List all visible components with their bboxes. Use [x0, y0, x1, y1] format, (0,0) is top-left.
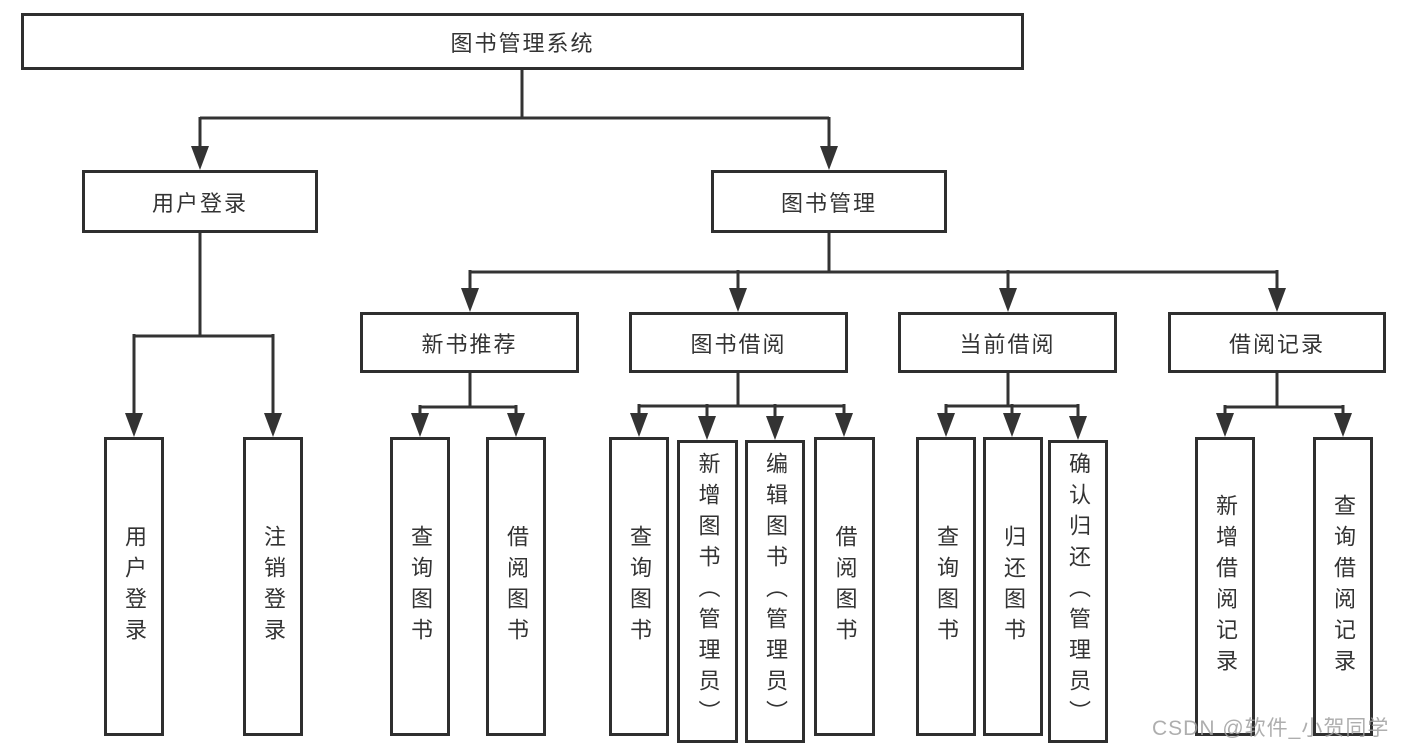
leaf-query-books-borrowing-label: 查询图书 — [627, 524, 652, 649]
leaf-user-login-label: 用户登录 — [122, 524, 147, 649]
leaf-user-login: 用户登录 — [104, 437, 164, 736]
node-book-management: 图书管理 — [711, 170, 947, 233]
watermark-text: CSDN @软件_小贺同学 — [1152, 717, 1390, 740]
node-current-borrowing-label: 当前借阅 — [959, 331, 1056, 357]
node-book-borrowing-label: 图书借阅 — [690, 331, 787, 357]
leaf-add-borrow-record: 新增借阅记录 — [1195, 437, 1255, 736]
leaf-borrow-books-borrowing: 借阅图书 — [814, 437, 875, 736]
leaf-query-borrow-record-label: 查询借阅记录 — [1331, 493, 1356, 680]
connectors-recommend-to-leaves — [411, 373, 525, 437]
leaf-query-books-current-label: 查询图书 — [934, 524, 959, 649]
leaf-borrow-books-recommend-label: 借阅图书 — [504, 524, 529, 649]
leaf-query-borrow-record: 查询借阅记录 — [1313, 437, 1373, 736]
connectors-current-to-leaves — [937, 373, 1087, 440]
leaf-query-books-recommend: 查询图书 — [390, 437, 450, 736]
node-borrowing-records-label: 借阅记录 — [1228, 331, 1325, 357]
leaf-query-books-borrowing: 查询图书 — [609, 437, 669, 736]
leaf-query-books-recommend-label: 查询图书 — [408, 524, 433, 649]
node-user-login: 用户登录 — [82, 170, 318, 233]
node-root: 图书管理系统 — [21, 13, 1024, 70]
leaf-edit-books-admin-label: 编辑图书（管理员） — [763, 452, 788, 731]
connectors-bookmgmt-to-level3 — [461, 233, 1286, 312]
node-new-book-recommendation: 新书推荐 — [360, 312, 579, 373]
node-user-login-label: 用户登录 — [151, 190, 248, 216]
leaf-query-books-current: 查询图书 — [916, 437, 976, 736]
leaf-return-books: 归还图书 — [983, 437, 1043, 736]
node-root-label: 图书管理系统 — [450, 30, 595, 56]
leaf-edit-books-admin: 编辑图书（管理员） — [745, 440, 805, 743]
leaf-confirm-return-admin: 确认归还（管理员） — [1048, 440, 1108, 743]
connectors-userlogin-to-leaves — [125, 233, 282, 437]
connectors-borrowing-to-leaves — [630, 373, 853, 440]
leaf-add-books-admin: 新增图书（管理员） — [677, 440, 738, 743]
leaf-borrow-books-borrowing-label: 借阅图书 — [832, 524, 858, 649]
connectors-root-to-level2 — [191, 70, 838, 170]
leaf-logout: 注销登录 — [243, 437, 303, 736]
leaf-logout-label: 注销登录 — [261, 524, 286, 649]
leaf-confirm-return-admin-label: 确认归还（管理员） — [1066, 452, 1091, 731]
node-book-borrowing: 图书借阅 — [629, 312, 848, 373]
node-book-management-label: 图书管理 — [780, 190, 877, 216]
leaf-return-books-label: 归还图书 — [1001, 524, 1026, 649]
connectors-records-to-leaves — [1216, 373, 1352, 437]
leaf-add-books-admin-label: 新增图书（管理员） — [695, 452, 721, 731]
node-new-book-recommendation-label: 新书推荐 — [421, 331, 518, 357]
node-current-borrowing: 当前借阅 — [898, 312, 1117, 373]
node-borrowing-records: 借阅记录 — [1168, 312, 1386, 373]
leaf-add-borrow-record-label: 新增借阅记录 — [1213, 493, 1238, 680]
leaf-borrow-books-recommend: 借阅图书 — [486, 437, 546, 736]
